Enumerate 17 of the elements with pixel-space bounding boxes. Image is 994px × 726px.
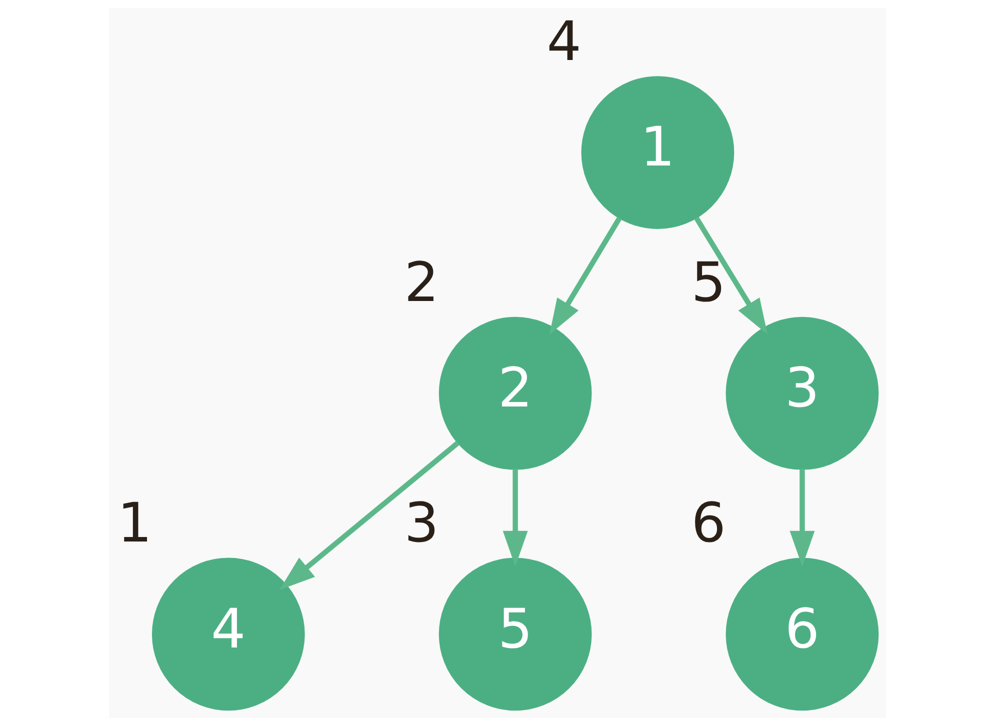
arrow: [548, 216, 622, 334]
node-label: 4: [546, 8, 581, 73]
node-label: 2: [404, 250, 438, 314]
node-circle: 4: [151, 558, 304, 711]
node-label: 6: [690, 490, 726, 555]
arrow: [789, 469, 814, 567]
node-circle: 3: [725, 316, 878, 470]
node-label: 3: [404, 490, 438, 555]
arrow: [502, 469, 528, 567]
node-circle: 6: [725, 558, 878, 711]
node-circle: 2: [438, 316, 592, 470]
arrow: [279, 440, 460, 590]
node-label: 1: [116, 490, 152, 555]
node-label: 5: [690, 250, 726, 314]
node-circle: 5: [438, 558, 592, 711]
node-circle: 1: [580, 76, 734, 229]
arrow: [694, 216, 768, 334]
